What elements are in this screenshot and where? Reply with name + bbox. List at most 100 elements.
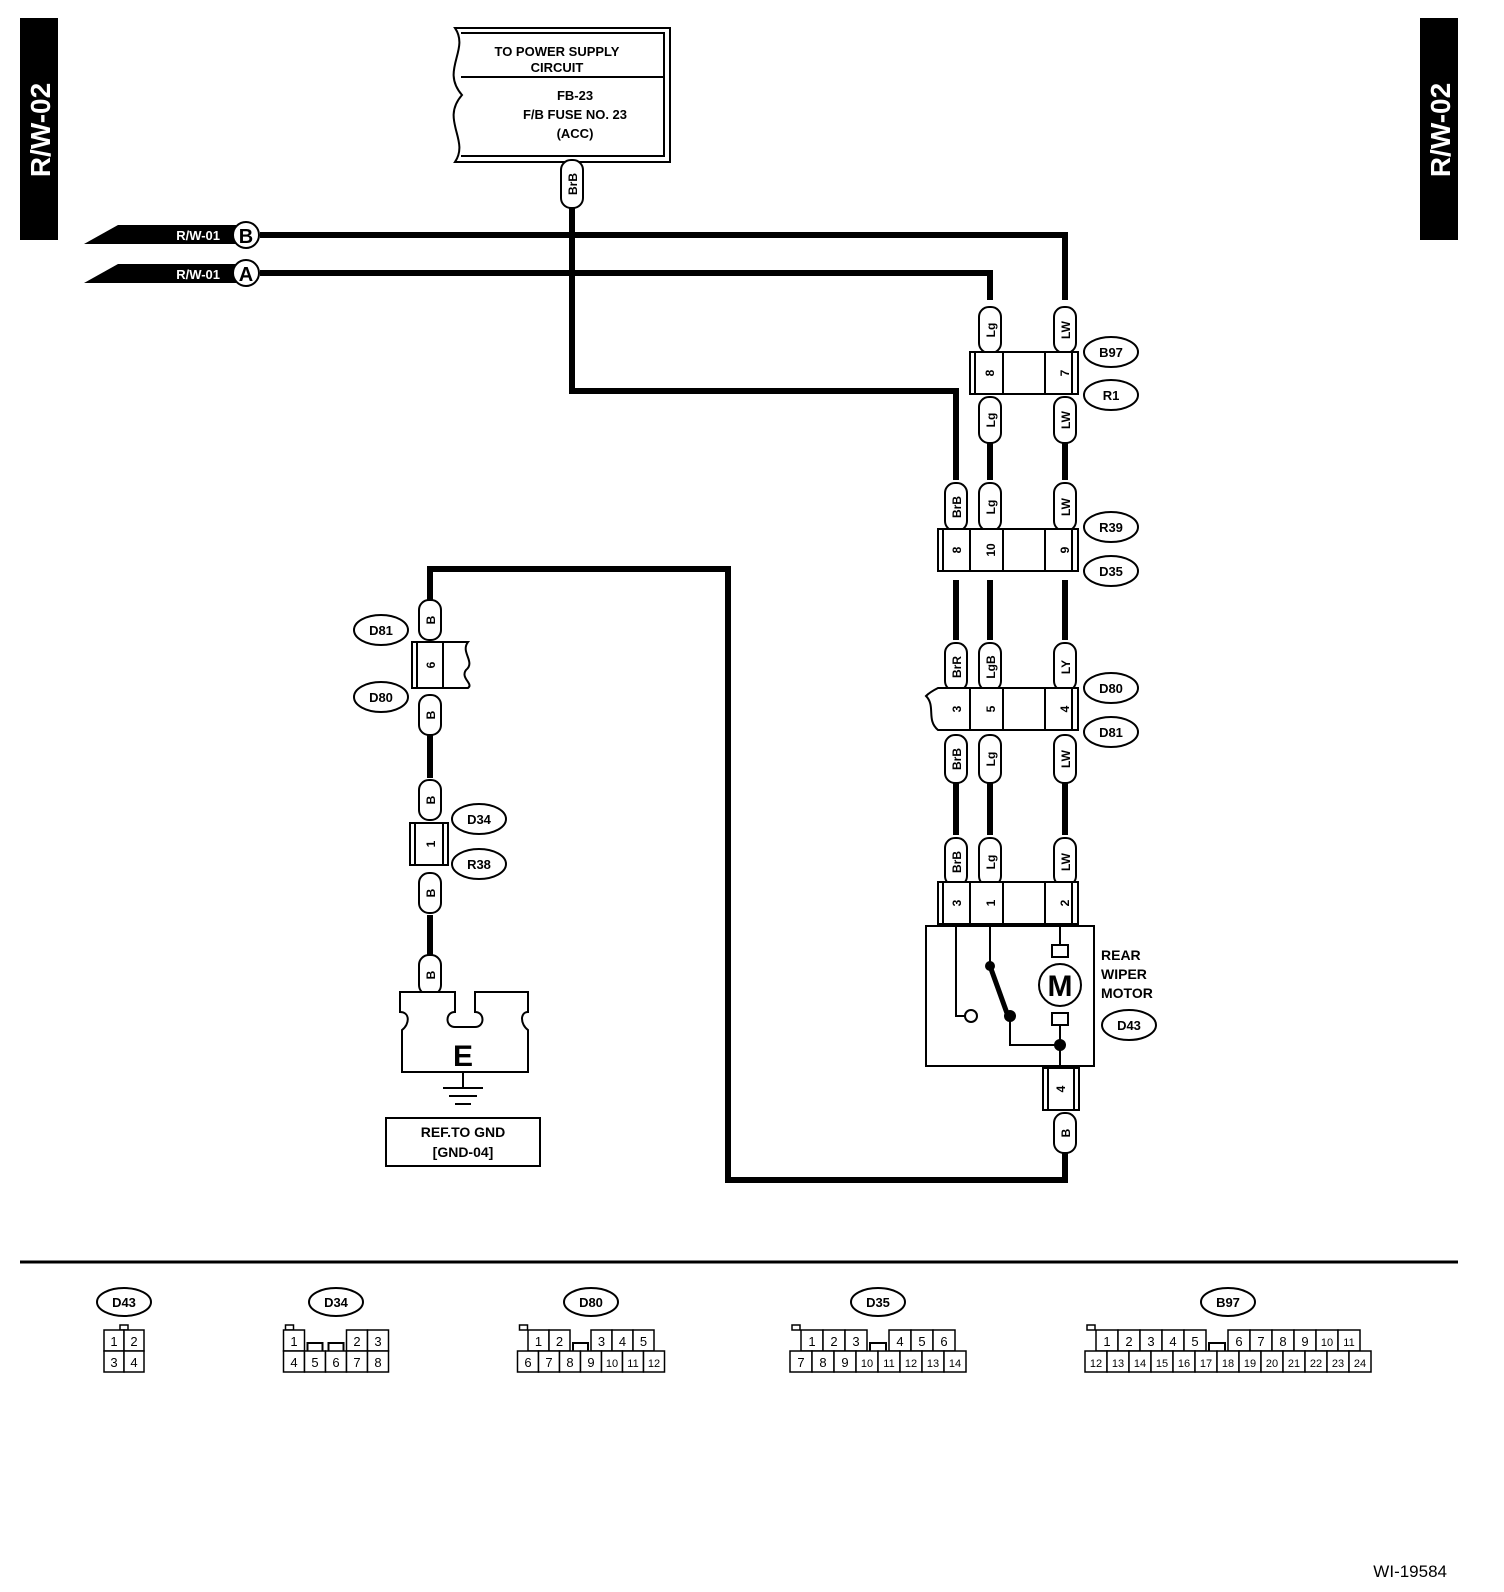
connector-face-oval — [96, 1287, 152, 1317]
r39-pin-8: 8 — [950, 546, 964, 553]
connector-face-pin: 6 — [332, 1355, 339, 1370]
connector-face-pin: 8 — [374, 1355, 381, 1370]
connector-face-pin: 9 — [1301, 1334, 1308, 1349]
connector-face-pin: 20 — [1266, 1358, 1278, 1370]
connector-face-gap — [306, 1342, 324, 1351]
connector-face-pin: 15 — [1156, 1358, 1168, 1370]
label-r39: R39 — [1099, 520, 1123, 535]
side-tab-left — [20, 18, 58, 240]
connector-d81-d80-left: 6 D81 D80 — [353, 614, 471, 713]
connector-face-pin: 13 — [1112, 1358, 1124, 1370]
label-d43: D43 — [1117, 1018, 1141, 1033]
connector-face-pin: 12 — [905, 1358, 917, 1370]
power-supply-box: TO POWER SUPPLY CIRCUIT FB-23 F/B FUSE N… — [452, 27, 671, 163]
wire-label-lg-5: Lg — [984, 855, 998, 870]
b97-pin-7: 7 — [1058, 369, 1072, 376]
connector-face-notch — [518, 1324, 529, 1331]
connector-r39-d35: 8 10 9 R39 D35 — [937, 511, 1139, 587]
motor-symbol: M — [1048, 970, 1073, 1003]
connector-face-pin: 12 — [648, 1358, 660, 1370]
connector-face-pin: 10 — [861, 1358, 873, 1370]
connector-face-pin: 8 — [566, 1355, 573, 1370]
d43-pin-4: 4 — [1054, 1085, 1068, 1092]
wire-label-brb-top: BrB — [566, 173, 580, 195]
connector-face-pin: 4 — [1169, 1334, 1176, 1349]
connector-face-pin: 1 — [808, 1334, 815, 1349]
r39-pin-9: 9 — [1058, 546, 1072, 553]
connector-face-label: D35 — [866, 1295, 890, 1310]
connector-face-pin: 6 — [524, 1355, 531, 1370]
ground-ref-line1: REF.TO GND — [421, 1124, 506, 1140]
connector-face-pin: 11 — [1343, 1337, 1354, 1349]
connector-face-pin: 9 — [841, 1355, 848, 1370]
d80-pin-4: 4 — [1058, 705, 1072, 712]
connector-face-cell — [943, 1350, 967, 1373]
connector-face-pin: 5 — [918, 1334, 925, 1349]
connector-face-pin: 17 — [1200, 1358, 1212, 1370]
wire-label-brb-4: BrB — [950, 851, 964, 873]
connector-face-label: D80 — [579, 1295, 603, 1310]
connector-face-pin: 14 — [949, 1358, 961, 1370]
wire-color-labels: BrB Lg LW Lg LW BrB Lg LW BrR LgB LY BrB… — [418, 159, 1077, 1154]
connector-face-pin: 1 — [1103, 1334, 1110, 1349]
wire-label-lw-3: LW — [1059, 497, 1073, 516]
wire-label-b-4: B — [424, 888, 438, 897]
wire-label-brr: BrR — [950, 656, 964, 678]
connector-face-pin: 4 — [619, 1334, 626, 1349]
side-tab-right-label: R/W-02 — [1425, 83, 1456, 177]
wire-label-lg-4: Lg — [984, 752, 998, 767]
figure-id: WI-19584 — [1373, 1562, 1447, 1581]
connector-face-pin: 7 — [797, 1355, 804, 1370]
connector-face-pin: 2 — [130, 1334, 137, 1349]
connector-face-pin: 8 — [1279, 1334, 1286, 1349]
connector-face-label: D43 — [112, 1295, 136, 1310]
connector-face-pin: 10 — [1321, 1337, 1333, 1349]
connector-face-pin: 7 — [545, 1355, 552, 1370]
power-box-line2: CIRCUIT — [531, 60, 584, 75]
connector-face-cell — [123, 1350, 145, 1373]
connector-face-pin: 18 — [1222, 1358, 1234, 1370]
connector-face-pin: 6 — [940, 1334, 947, 1349]
connector-d43-top: 3 1 2 — [937, 881, 1079, 925]
connector-face-oval — [563, 1287, 619, 1317]
wire-label-b-2: B — [424, 710, 438, 719]
connector-face-pin: 4 — [290, 1355, 297, 1370]
label-b97: B97 — [1099, 345, 1123, 360]
d80-pin-5: 5 — [984, 705, 998, 712]
rear-wiper-motor: M REAR WIPER MOTOR D43 4 — [925, 924, 1157, 1111]
power-box-line1: TO POWER SUPPLY — [495, 44, 620, 59]
connector-face-pin: 1 — [110, 1334, 117, 1349]
connector-face-pin: 5 — [1191, 1334, 1198, 1349]
connector-face-pin: 4 — [896, 1334, 903, 1349]
wire-label-lw-5: LW — [1059, 852, 1073, 871]
d34-pin-1: 1 — [424, 840, 438, 847]
wire-label-lw-1: LW — [1059, 320, 1073, 339]
input-arrow-a: R/W-01 A — [84, 259, 260, 287]
side-tab-left-label: R/W-02 — [25, 83, 56, 177]
d43-pin-3: 3 — [950, 899, 964, 906]
label-r38: R38 — [467, 857, 491, 872]
label-d80-right: D80 — [1099, 681, 1123, 696]
connector-face-pin: 9 — [587, 1355, 594, 1370]
wire-label-lg-1: Lg — [984, 323, 998, 338]
connector-face-cell — [642, 1350, 666, 1373]
connector-face-gap — [327, 1342, 345, 1351]
connector-face-pin: 11 — [883, 1358, 894, 1370]
connector-face-pin: 24 — [1354, 1358, 1366, 1370]
input-b-ref: R/W-01 — [176, 228, 220, 243]
connector-face-pin: 19 — [1244, 1358, 1256, 1370]
connector-face-pin: 23 — [1332, 1358, 1344, 1370]
wire-label-lw-4: LW — [1059, 749, 1073, 768]
wire-label-ly: LY — [1059, 660, 1073, 674]
wire-label-b-1: B — [424, 615, 438, 624]
connector-face-pin: 16 — [1178, 1358, 1190, 1370]
input-a-letter: A — [239, 264, 253, 286]
d43-pin-2: 2 — [1058, 899, 1072, 906]
connector-face-pin: 4 — [130, 1355, 137, 1370]
connector-face-oval — [850, 1287, 906, 1317]
ground-terminal: E REF.TO GND [GND-04] — [385, 991, 541, 1167]
